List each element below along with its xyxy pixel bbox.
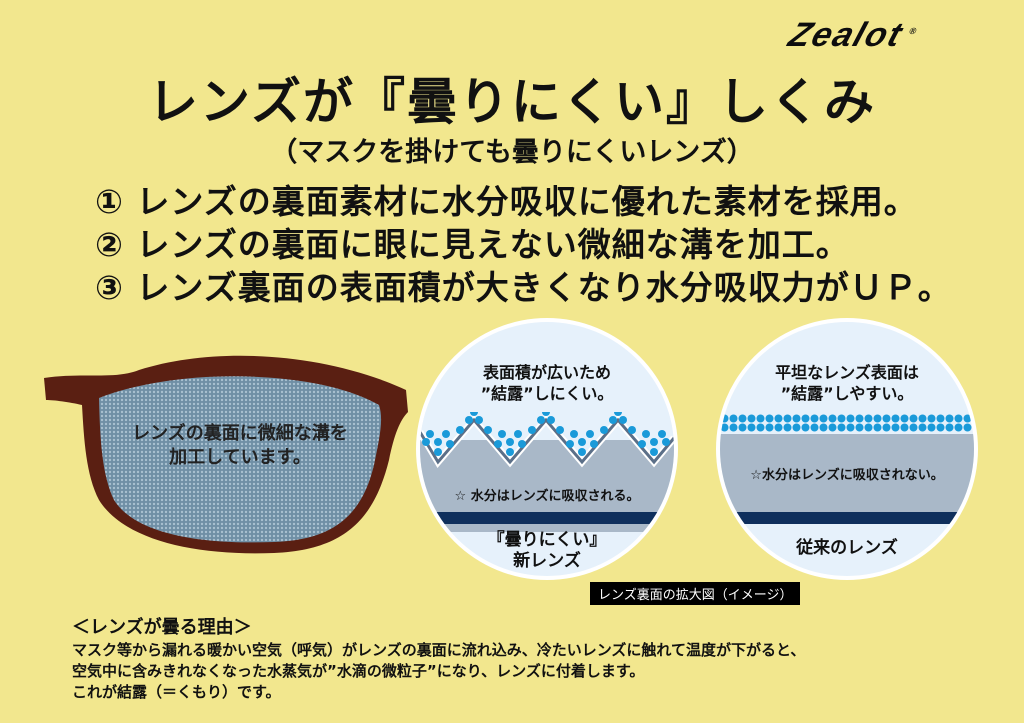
lens-annotation-line: レンズの裏面に微細な溝を (132, 423, 348, 444)
logo-text: Zealot (783, 16, 909, 54)
page-title: レンズが『曇りにくい』しくみ (148, 73, 876, 131)
page-subtitle: （マスクを掛けても曇りにくいレンズ） (270, 137, 754, 168)
grooved-surface-icon (420, 412, 674, 532)
glasses-lens-illustration (44, 355, 408, 554)
new-lens-heading: 表面積が広いため ”結露”しにくい。 (420, 362, 674, 404)
new-lens-note: ☆ 水分はレンズに吸収される。 (454, 489, 640, 504)
feature-item: ③ レンズ裏面の表面積が大きくなり水分吸収力がＵＰ。 (95, 268, 952, 307)
heading-line: 表面積が広いため (482, 363, 611, 382)
feature-item: ② レンズの裏面に眼に見えない微細な溝を加工。 (95, 225, 850, 264)
label-line: 新レンズ (513, 551, 581, 571)
label-line: 『曇りにくい』 (487, 530, 607, 550)
feature-item: ① レンズの裏面素材に水分吸収に優れた素材を採用。 (95, 182, 918, 221)
brand-logo: Zealot® (784, 16, 923, 55)
conventional-lens-zoom-circle: 平坦なレンズ表面は ”結露”しやすい。 ☆水分はレンズに吸収されない。 従来のレ… (716, 318, 978, 580)
reason-line: マスク等から漏れる暖かい空気（呼気）がレンズの裏面に流れ込み、冷たいレンズに触れ… (72, 641, 806, 659)
lens-annotation-line: 加工しています。 (169, 447, 311, 468)
lens-annotation: レンズの裏面に微細な溝を 加工しています。 (100, 422, 380, 470)
zoom-caption: レンズ裏面の拡大図（イメージ） (590, 582, 801, 605)
heading-line: 平坦なレンズ表面は (775, 363, 919, 382)
registered-mark: ® (908, 25, 920, 36)
conventional-lens-note: ☆水分はレンズに吸収されない。 (750, 468, 944, 483)
conventional-lens-heading: 平坦なレンズ表面は ”結露”しやすい。 (720, 362, 974, 404)
heading-line: ”結露”しやすい。 (780, 384, 914, 403)
conventional-lens-label: 従来のレンズ (796, 538, 898, 558)
heading-line: ”結露”しにくい。 (480, 384, 614, 403)
flat-surface-icon (720, 414, 974, 524)
fog-reason-section: ＜レンズが曇る理由＞ マスク等から漏れる暖かい空気（呼気）がレンズの裏面に流れ込… (72, 616, 805, 703)
new-lens-zoom-circle: 表面積が広いため ”結露”しにくい。 ☆ 水分はレンズに吸収される。 (416, 318, 678, 580)
feature-list: ① レンズの裏面素材に水分吸収に優れた素材を採用。 ② レンズの裏面に眼に見えな… (95, 180, 952, 309)
reason-line: 空気中に含みきれなくなった水蒸気が”水滴の微粒子”になり、レンズに付着します。 (72, 662, 645, 680)
reason-line: これが結露（＝くもり）です。 (72, 683, 281, 701)
new-lens-label: 『曇りにくい』 新レンズ (420, 530, 674, 572)
reason-title: ＜レンズが曇る理由＞ (72, 617, 252, 638)
